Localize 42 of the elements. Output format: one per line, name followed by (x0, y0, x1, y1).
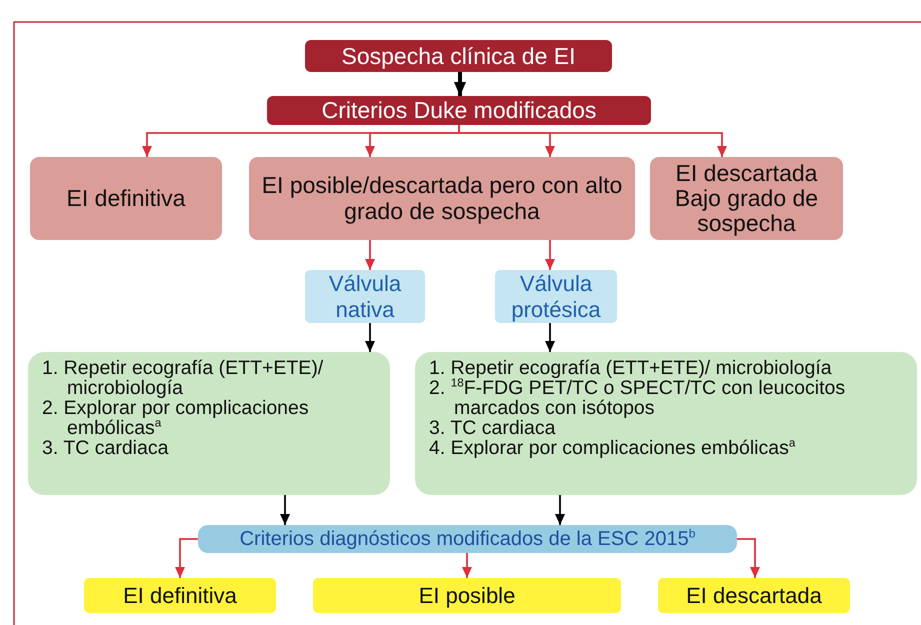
category-box (305, 270, 425, 323)
box-label: EI definitiva (66, 186, 186, 212)
box-label: EI definitiva (123, 582, 237, 608)
box-label: EI descartada Bajo grado de sospecha (674, 160, 820, 236)
outcome-box (313, 578, 621, 613)
result-box (249, 157, 635, 240)
result-box (650, 157, 843, 240)
outcome-box (84, 578, 276, 613)
box-label: Sospecha clínica de EI (342, 42, 576, 70)
box-label: Válvula nativa (328, 271, 402, 322)
outcome-box (658, 578, 850, 613)
box-label: Criterios diagnósticos modificados de la ESC 2015$^{b}$ (240, 528, 696, 550)
list-item: 1. Repetir ecografía (ETT+ETE)/ microbiología (42, 358, 324, 398)
arrow (555, 495, 565, 525)
box-label: Criterios Duke modificados (322, 97, 596, 124)
category-box (495, 270, 617, 323)
box-label: EI descartada (686, 582, 822, 608)
steps-box (28, 352, 390, 495)
steps-box (415, 352, 917, 495)
arrow (365, 323, 375, 352)
arrow (737, 538, 760, 578)
list-item: 2. Explorar por complicaciones embólicas$^{a}$ (42, 398, 310, 438)
list-item: 1. Repetir ecografía (ETT+ETE)/ microbiología (429, 358, 832, 378)
title-box (305, 40, 612, 72)
box-label: EI posible/descartada pero con alto grado de sospecha (260, 173, 624, 224)
criteria-box (198, 525, 737, 553)
result-box (30, 157, 222, 240)
list-item: 4. Explorar por complicaciones embólicas$^{a}$ (429, 438, 796, 458)
arrow (462, 553, 472, 578)
arrow (365, 240, 375, 270)
arrow (458, 125, 727, 157)
list-item: 3. TC cardiaca (42, 438, 168, 458)
process-box (267, 96, 651, 125)
arrow (280, 495, 290, 525)
arrow (454, 72, 466, 96)
arrow (175, 538, 198, 578)
box-label: Válvula protésica (510, 271, 602, 322)
arrow (545, 240, 555, 270)
arrow (545, 323, 555, 352)
list-item: 2. $^{18}$F-FDG PET/TC o SPECT/TC con leucocitos marcados con isótopos (429, 378, 846, 418)
box-label: EI posible (418, 582, 516, 608)
list-item: 3. TC cardiaca (429, 418, 556, 438)
